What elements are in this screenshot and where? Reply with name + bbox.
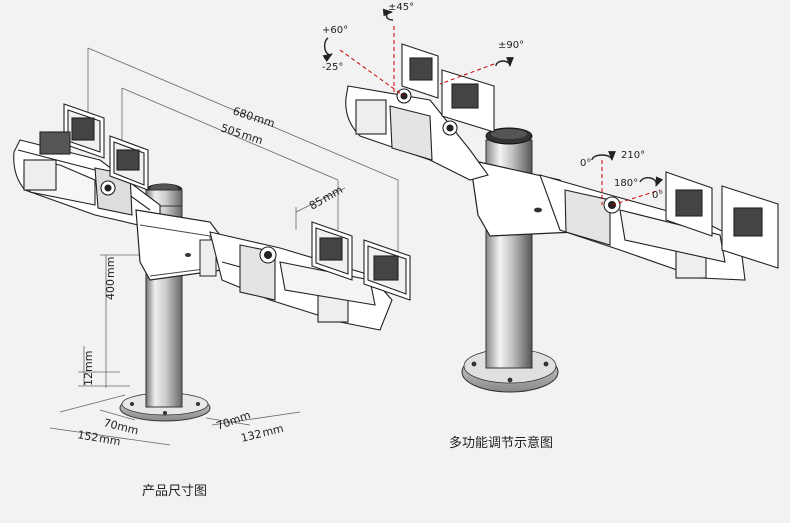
angle-labels: ±45° +60° -25° ±90° 0° 210° 180° 0° — [322, 2, 663, 201]
dim-12-unit: mm — [82, 351, 95, 372]
dimension-labels: 680 mm 505 mm 85 mm 400 mm 12 mm 70 mm — [76, 104, 345, 448]
dim-680-unit: mm — [252, 111, 276, 130]
swivel-label: ±45° — [388, 2, 414, 13]
dim-12: 12 — [82, 372, 95, 386]
dim-505: 505 — [219, 121, 243, 140]
dim-400: 400 — [104, 279, 117, 300]
dim-85: 85 — [307, 194, 326, 212]
upper-vesa-plates — [401, 43, 495, 133]
rotation-guides — [339, 26, 661, 206]
upper-arm — [345, 85, 489, 181]
dim-base-70-left-unit: mm — [116, 420, 140, 438]
rotate-label: ±90° — [498, 40, 524, 51]
dimension-lines — [49, 47, 399, 446]
right-vesa-plates — [311, 221, 411, 301]
dim-base-152-unit: mm — [98, 432, 121, 449]
left-vesa-plates — [39, 103, 149, 191]
left-mount-drawing: 680 mm 505 mm 85 mm 400 mm 12 mm 70 mm — [13, 47, 411, 448]
arm2-to-label: 0° — [652, 190, 663, 201]
left-arm — [13, 139, 161, 231]
rotation-arrows — [322, 8, 664, 187]
lower-vesa-plates — [665, 171, 779, 269]
dim-base-132: 132 — [240, 427, 264, 445]
lower-arm — [539, 174, 746, 281]
right-mount-drawing: ±45° +60° -25° ±90° 0° 210° 180° 0° — [322, 2, 779, 393]
arm-from-label: 0° — [580, 158, 591, 169]
dim-505-unit: mm — [240, 128, 264, 147]
right-arm — [209, 231, 393, 331]
caption-product-dimensions: 产品尺寸图 — [142, 484, 208, 499]
dim-400-unit: mm — [104, 257, 117, 278]
arm-to-label: 210° — [621, 150, 645, 161]
tilt-down-label: -25° — [322, 62, 343, 73]
dim-base-70-left: 70 — [102, 416, 119, 432]
tilt-up-label: +60° — [322, 25, 348, 36]
dim-base-152: 152 — [76, 428, 99, 444]
dim-680: 680 — [231, 104, 255, 123]
dim-base-132-unit: mm — [261, 422, 285, 440]
dim-85-unit: mm — [320, 183, 345, 205]
caption-adjustment-diagram: 多功能调节示意图 — [449, 436, 554, 451]
arm2-from-label: 180° — [614, 178, 638, 189]
dim-base-70-right: 70 — [215, 416, 233, 433]
